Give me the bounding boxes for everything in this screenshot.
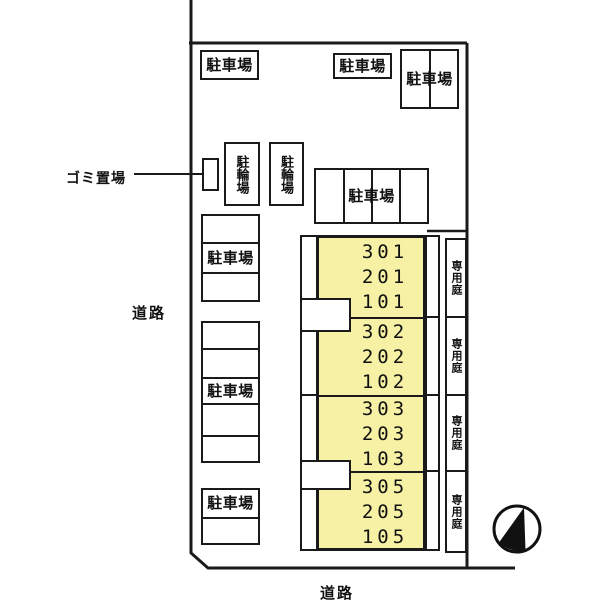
parking-column-group-3: 駐車場 [201, 488, 260, 545]
garbage-box [202, 158, 219, 191]
room-number: 303 [361, 397, 409, 420]
parking-column-group-1: 駐車場 [201, 214, 260, 302]
bicycle-parking-label: 駐輪場 [234, 154, 250, 194]
north-arrow-icon [492, 504, 542, 554]
stall-divider [343, 170, 345, 222]
unit-divider [319, 395, 423, 397]
parking-box-top-right: 駐車場 [400, 49, 459, 109]
room-number: 105 [361, 525, 409, 548]
balcony-divider [427, 394, 438, 396]
room-number: 101 [361, 291, 409, 313]
private-garden-label: 専用庭 [450, 338, 462, 374]
parking-label: 駐車場 [348, 187, 395, 205]
road-label-left: 道路 [132, 305, 167, 322]
unit-3: 303 203 103 [319, 397, 423, 471]
stall-divider [203, 272, 258, 274]
unit-2: 302 202 102 [319, 319, 423, 395]
stall-divider [203, 348, 258, 350]
parking-column-group-2: 駐車場 [201, 321, 260, 463]
room-number: 202 [361, 345, 409, 368]
room-number: 102 [361, 370, 409, 393]
stall-divider [399, 170, 401, 222]
garden-section-3: 専用庭 [447, 396, 465, 470]
bicycle-parking-label: 駐輪場 [279, 154, 294, 194]
building-entrance-notch-1 [300, 298, 351, 332]
garden-divider [447, 316, 465, 318]
parking-label: 駐車場 [406, 70, 453, 88]
bicycle-parking-box-2: 駐輪場 [269, 142, 304, 206]
room-number: 103 [361, 447, 409, 470]
strip-divider [302, 394, 316, 396]
garden-divider [447, 394, 465, 396]
stall-divider [203, 403, 258, 405]
private-garden-label: 専用庭 [450, 415, 462, 451]
unit-divider [319, 471, 423, 473]
room-number: 203 [361, 422, 409, 445]
road-label-bottom: 道路 [320, 585, 355, 600]
private-garden-label: 専用庭 [450, 260, 462, 296]
room-number: 305 [361, 475, 409, 498]
room-number: 301 [361, 241, 409, 263]
balcony-divider [427, 316, 438, 318]
parking-box-top-left: 駐車場 [200, 50, 259, 80]
room-number: 201 [361, 266, 409, 288]
room-number: 205 [361, 500, 409, 523]
parking-label: 駐車場 [207, 249, 254, 267]
garden-divider [447, 470, 465, 472]
stall-divider [429, 51, 431, 107]
private-garden-column: 専用庭 専用庭 専用庭 専用庭 [445, 238, 467, 553]
private-garden-label: 専用庭 [450, 493, 462, 530]
parking-box-top-center: 駐車場 [333, 53, 392, 79]
garden-section-1: 専用庭 [447, 240, 465, 316]
stall-divider [371, 170, 373, 222]
unit-1: 301 201 101 [319, 238, 423, 317]
stall-divider [203, 242, 258, 244]
stall-divider [203, 435, 258, 437]
garden-section-4: 専用庭 [447, 472, 465, 551]
left-and-bottom-boundary-line [189, 0, 515, 570]
parking-lot-middle: 駐車場 [314, 168, 429, 224]
stall-divider [203, 377, 258, 379]
building-units: 301 201 101 302 202 102 303 203 103 305 … [316, 235, 426, 551]
room-number: 302 [361, 320, 409, 343]
unit-4: 305 205 105 [319, 473, 423, 551]
balcony-strip [425, 235, 440, 551]
bicycle-parking-box-1: 駐輪場 [224, 142, 260, 206]
garbage-area-label: ゴミ置場 [66, 170, 126, 186]
unit-divider [319, 317, 423, 319]
parking-label: 駐車場 [206, 56, 253, 74]
balcony-divider [427, 470, 438, 472]
parking-label: 駐車場 [207, 495, 254, 512]
building-entrance-notch-2 [300, 460, 351, 490]
stall-divider [203, 517, 258, 519]
parking-label: 駐車場 [207, 382, 254, 400]
parking-label: 駐車場 [339, 57, 386, 75]
garden-section-2: 専用庭 [447, 318, 465, 394]
